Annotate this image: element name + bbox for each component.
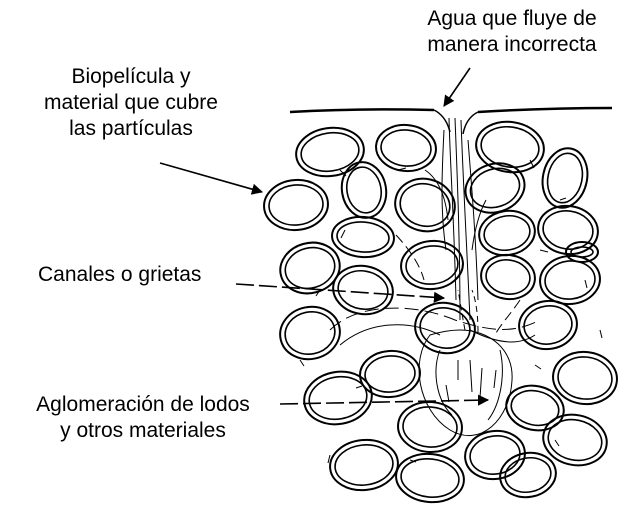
filter-surface [289,106,613,135]
label-line: material que cubre [44,91,218,114]
biofilm-arrow [159,162,264,195]
media-particles [263,120,618,504]
media-grain [542,413,608,467]
media-grain [375,123,437,173]
label-water-flow: Agua que fluye de manera incorrecta [392,6,632,58]
sludge-arrow [279,394,490,406]
media-grain [395,452,465,504]
media-grain [394,177,456,233]
media-grain [279,305,341,361]
media-grain [505,384,565,432]
media-grain [499,451,557,499]
media-grain [331,215,395,259]
water-arrow [443,67,471,107]
media-grain [475,120,545,174]
media-grain [397,400,463,454]
media-grain [279,241,341,295]
label-line: las partículas [69,117,193,140]
label-channels: Canales o grietas [38,262,201,288]
media-grain [541,147,589,209]
media-grain [480,253,536,301]
media-grain [414,301,476,355]
label-line: manera incorrecta [427,33,597,56]
sludge-agglomeration [418,289,513,436]
media-grain [464,429,526,481]
channels-arrow [235,283,446,303]
media-grain [400,239,464,291]
biofilm-marks [299,159,603,464]
label-line: Agua que fluye de [427,7,597,30]
label-sludge: Aglomeración de lodos y otros materiales [8,392,278,444]
media-grain [539,254,601,306]
label-line: Aglomeración de lodos [36,393,250,416]
media-grain [537,204,599,256]
media-grain [359,349,421,399]
label-line: Canales o grietas [38,263,202,286]
media-grain [263,178,329,232]
media-grain [552,350,618,406]
label-line: y otros materiales [60,419,226,442]
media-grain [478,209,536,257]
media-grain [329,438,399,492]
label-line: Biopelícula y [71,65,191,88]
media-grain [295,126,365,178]
media-grain [565,241,599,263]
label-biofilm: Biopelícula y material que cubre las par… [16,64,246,142]
media-grain [340,161,388,219]
media-grain [518,299,578,351]
